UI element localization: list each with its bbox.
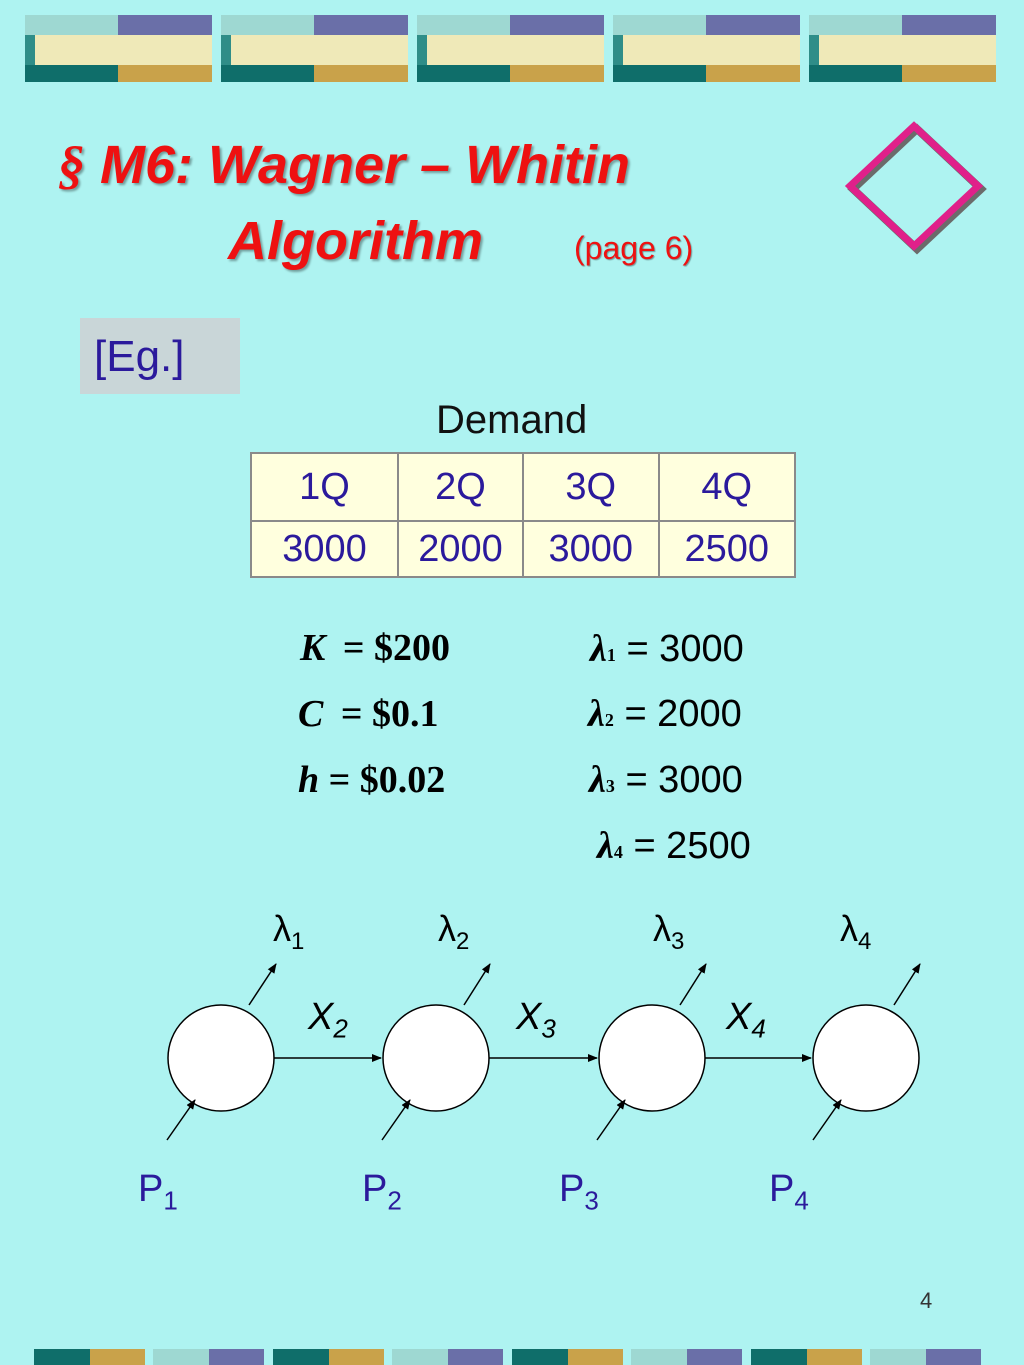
label-sub: 4 xyxy=(751,1013,766,1044)
network-diagram xyxy=(166,963,921,1141)
param-k: K = $200 xyxy=(300,626,450,670)
label-sub: 4 xyxy=(858,928,872,956)
flow-label-3: X3 xyxy=(516,996,556,1045)
slide-title-line1: § M6: Wagner – Whitin xyxy=(58,138,630,192)
param-symbol: C xyxy=(298,693,324,735)
demand-arrow-1 xyxy=(248,963,277,1006)
label-base: X xyxy=(516,996,542,1038)
production-arrow-4 xyxy=(812,1099,842,1141)
production-arrow-2 xyxy=(381,1099,411,1141)
demand-label-4: λ4 xyxy=(840,908,871,956)
slide-title-line2: Algorithm (page 6) xyxy=(228,214,693,268)
label-base: X xyxy=(308,996,334,1038)
demand-arrow-3 xyxy=(679,963,707,1006)
production-arrow-1 xyxy=(166,1099,196,1141)
top-banner xyxy=(0,0,1024,90)
lambda-subscript: 3 xyxy=(605,776,615,796)
production-label-1: P1 xyxy=(138,1168,178,1217)
production-label-3: P3 xyxy=(559,1168,599,1217)
header-cell: 2Q xyxy=(396,452,524,522)
node-period-1 xyxy=(167,1004,275,1112)
node-period-3 xyxy=(598,1004,706,1112)
param-value: = $0.02 xyxy=(328,759,446,801)
banner-block xyxy=(809,15,996,82)
header-cell: 1Q xyxy=(250,452,399,522)
param-symbol: K xyxy=(300,627,326,669)
label-sub: 1 xyxy=(291,928,305,956)
label-base: λ xyxy=(438,908,456,949)
demand-label-2: λ2 xyxy=(438,908,469,956)
lambda-subscript: 4 xyxy=(613,842,623,862)
banner-block xyxy=(613,15,800,82)
demand-arrow-4 xyxy=(893,963,921,1006)
section-symbol: § xyxy=(58,135,85,195)
param-c: C = $0.1 xyxy=(298,692,439,736)
lambda-1: λ1 = 3000 xyxy=(590,627,744,671)
lambda-symbol: λ xyxy=(589,759,606,801)
label-sub: 2 xyxy=(333,1013,348,1044)
diamond-icon xyxy=(844,121,987,255)
lambda-subscript: 2 xyxy=(604,710,614,730)
label-base: λ xyxy=(273,908,291,949)
header-cell: 3Q xyxy=(521,452,660,522)
param-value: = $0.1 xyxy=(340,693,439,735)
banner-block xyxy=(417,15,604,82)
label-sub: 4 xyxy=(794,1185,809,1216)
lambda-2: λ2 = 2000 xyxy=(588,692,742,736)
lambda-value: = 2500 xyxy=(633,825,751,867)
demand-label-3: λ3 xyxy=(653,908,684,956)
lambda-symbol: λ xyxy=(588,693,605,735)
label-sub: 2 xyxy=(387,1185,402,1216)
example-label: [Eg.] xyxy=(80,318,240,394)
label-sub: 3 xyxy=(671,928,685,956)
node-period-2 xyxy=(382,1004,490,1112)
title-text-line2: Algorithm xyxy=(228,211,483,271)
lambda-4: λ4 = 2500 xyxy=(597,824,751,868)
value-cell: 2000 xyxy=(396,520,524,578)
value-cell: 3000 xyxy=(250,520,399,578)
bottom-banner xyxy=(0,1349,1024,1365)
label-base: P xyxy=(559,1168,585,1210)
lambda-3: λ3 = 3000 xyxy=(589,758,743,802)
lambda-symbol: λ xyxy=(597,825,614,867)
flow-label-2: X2 xyxy=(308,996,348,1045)
value-cell: 2500 xyxy=(657,520,796,578)
production-arrow-3 xyxy=(596,1099,626,1141)
banner-block xyxy=(221,15,408,82)
label-base: λ xyxy=(840,908,858,949)
demand-arrow-2 xyxy=(463,963,491,1006)
demand-table: 1Q 2Q 3Q 4Q 3000 2000 3000 2500 xyxy=(250,452,796,578)
label-base: λ xyxy=(653,908,671,949)
param-symbol: h xyxy=(298,759,320,801)
lambda-value: = 2000 xyxy=(624,693,742,735)
label-sub: 2 xyxy=(456,928,470,956)
demand-table-title: Demand xyxy=(436,398,588,442)
label-base: P xyxy=(769,1168,795,1210)
flow-label-4: X4 xyxy=(726,996,766,1045)
demand-header-row: 1Q 2Q 3Q 4Q xyxy=(250,452,796,522)
banner-block xyxy=(25,15,212,82)
header-cell: 4Q xyxy=(657,452,796,522)
label-sub: 1 xyxy=(163,1185,178,1216)
label-base: P xyxy=(362,1168,388,1210)
production-label-2: P2 xyxy=(362,1168,402,1217)
demand-value-row: 3000 2000 3000 2500 xyxy=(250,520,796,578)
label-base: P xyxy=(138,1168,164,1210)
label-sub: 3 xyxy=(541,1013,556,1044)
title-text-line1: M6: Wagner – Whitin xyxy=(100,135,631,195)
param-h: h = $0.02 xyxy=(298,758,445,802)
value-cell: 3000 xyxy=(521,520,660,578)
label-sub: 3 xyxy=(584,1185,599,1216)
production-label-4: P4 xyxy=(769,1168,809,1217)
param-value: = $200 xyxy=(342,627,451,669)
node-period-4 xyxy=(812,1004,920,1112)
lambda-symbol: λ xyxy=(590,628,607,670)
lambda-subscript: 1 xyxy=(606,645,616,665)
page-reference: (page 6) xyxy=(574,230,694,266)
lambda-value: = 3000 xyxy=(625,759,743,801)
demand-label-1: λ1 xyxy=(273,908,304,956)
label-base: X xyxy=(726,996,752,1038)
lambda-value: = 3000 xyxy=(626,628,744,670)
page-number: 4 xyxy=(920,1288,933,1313)
